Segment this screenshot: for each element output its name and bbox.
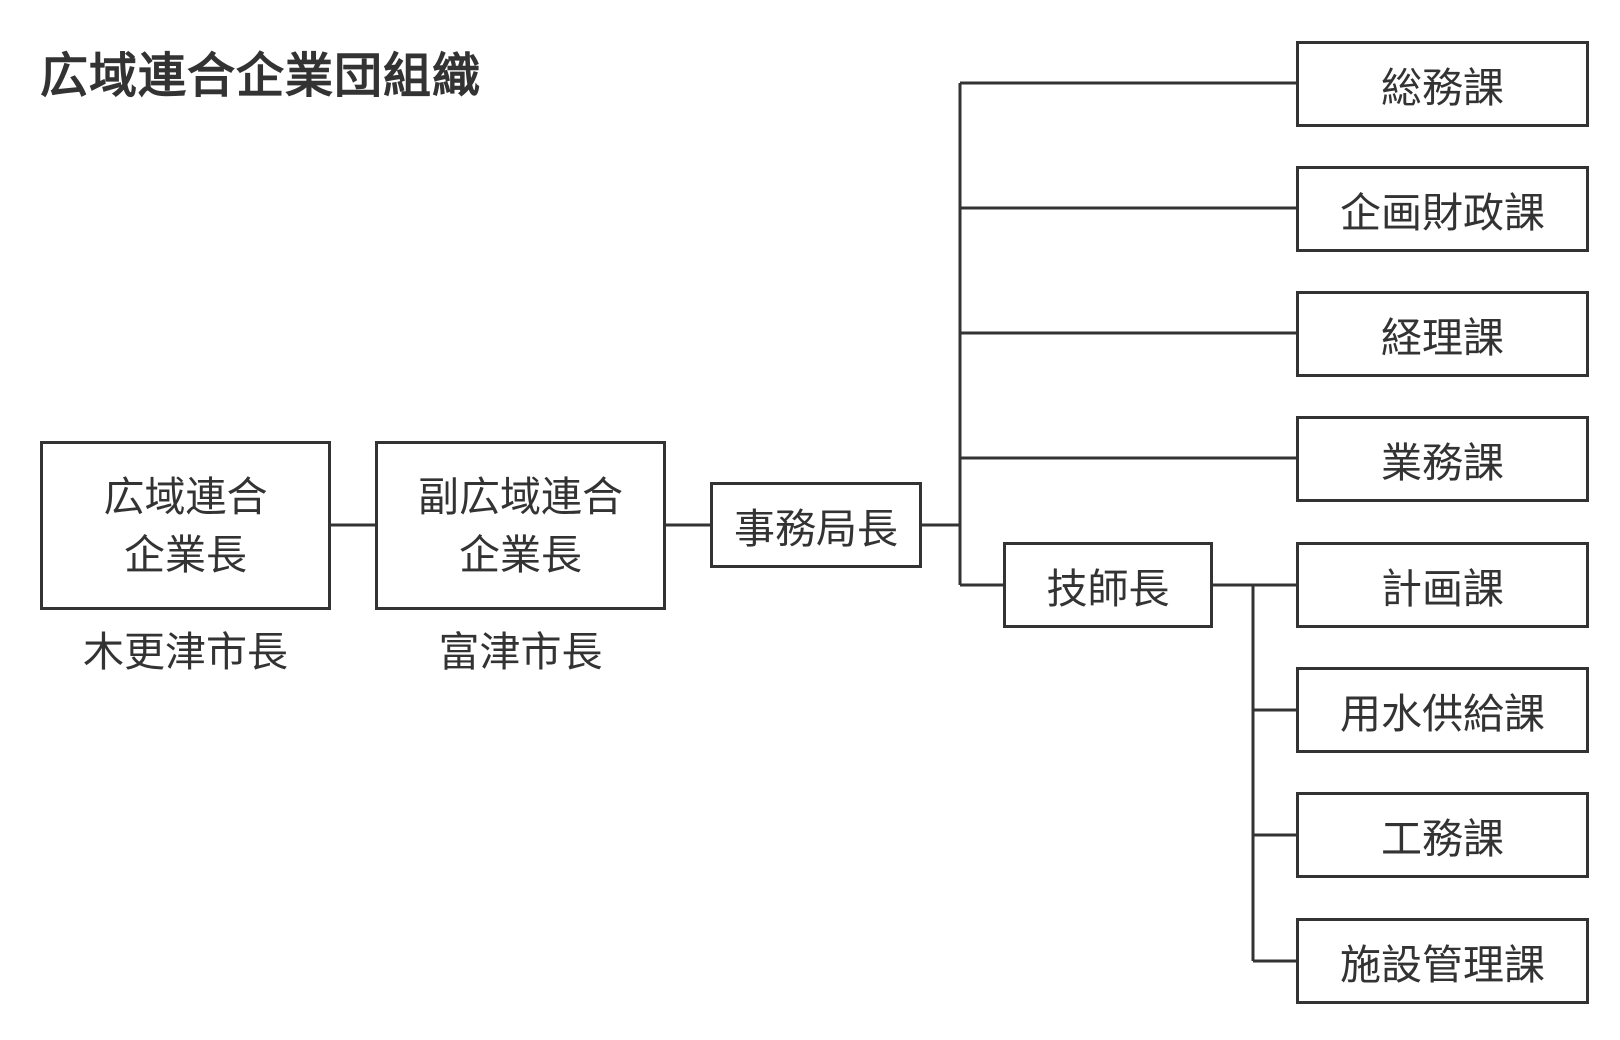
chief-engineer-label: 技師長 [1046,565,1170,613]
section-label: 計画課 [1381,565,1504,613]
section-node: 総務課 [1296,41,1589,127]
deputy-node: 副広域連合 企業長 [375,441,666,610]
chief-engineer-node: 技師長 [1003,542,1213,628]
deputy-line1: 副広域連合 [418,472,623,521]
section-node: 用水供給課 [1296,667,1589,753]
deputy-line2: 企業長 [459,530,582,579]
section-node: 工務課 [1296,792,1589,878]
section-label: 業務課 [1381,439,1504,487]
section-label: 総務課 [1381,64,1504,112]
section-node: 計画課 [1296,542,1589,628]
deputy-caption: 富津市長 [438,628,603,676]
section-label: 経理課 [1381,314,1504,362]
section-node: 業務課 [1296,416,1589,502]
section-label: 施設管理課 [1340,941,1545,989]
section-node: 施設管理課 [1296,918,1589,1004]
secretary-general-label: 事務局長 [734,505,898,553]
section-node: 経理課 [1296,291,1589,377]
section-label: 企画財政課 [1340,189,1545,237]
section-label: 工務課 [1381,815,1504,863]
head-line1: 広域連合 [103,472,268,521]
head-line2: 企業長 [124,530,247,579]
org-chart-title: 広域連合企業団組織 [40,48,482,104]
section-label: 用水供給課 [1340,690,1545,738]
head-caption: 木更津市長 [83,628,288,676]
head-node: 広域連合 企業長 [40,441,331,610]
secretary-general-node: 事務局長 [710,482,922,568]
section-node: 企画財政課 [1296,166,1589,252]
